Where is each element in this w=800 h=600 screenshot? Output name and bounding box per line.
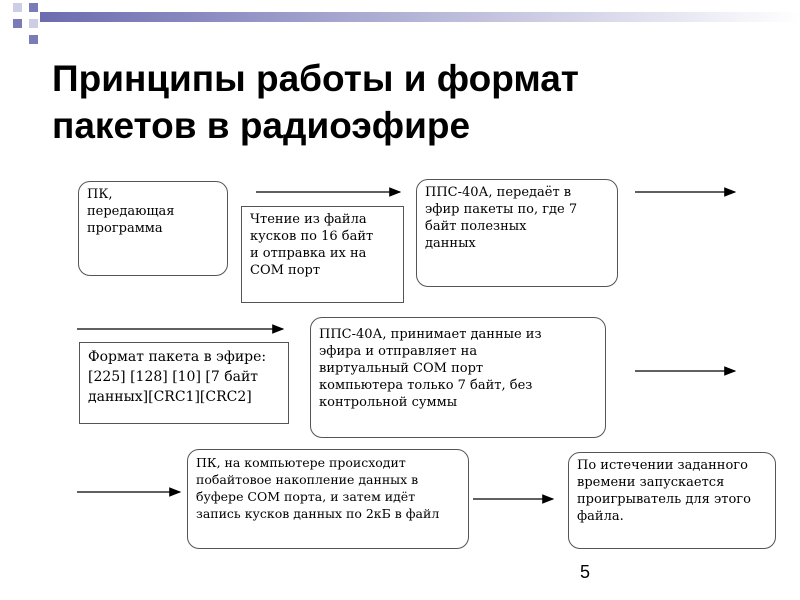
box-pps-receive-line: контрольной суммы: [319, 395, 458, 410]
box-pps-receive: ППС-40А, принимает данные из эфира и отп…: [310, 317, 606, 438]
title-line-2: пакетов в радиоэфире: [52, 105, 471, 146]
box-read-file-line: кусков по 16 байт: [250, 229, 374, 244]
title-line-1: Принципы работы и формат: [52, 58, 579, 99]
box-pps-receive-line: эфира и отправляет на: [319, 344, 478, 359]
box-pps-send-line: байт полезных: [425, 219, 527, 234]
box-read-file-line: СОМ порт: [250, 263, 321, 278]
box-pc-receiver-line: буфере СОМ порта, и затем идёт: [196, 489, 416, 504]
box-pps-send: ППС-40А, передаёт в эфир пакеты по, где …: [416, 179, 618, 287]
box-read-file: Чтение из файла кусков по 16 байт и отпр…: [241, 206, 404, 303]
box-pps-send-line: эфир пакеты по, где 7: [425, 202, 578, 217]
box-packet-format-line: данных][CRC1][CRC2]: [88, 389, 252, 405]
box-pc-sender-line: передающая: [87, 204, 175, 219]
box-pps-receive-line: ППС-40А, принимает данные из: [319, 327, 542, 342]
box-pps-receive-line: компьютера только 7 байт, без: [319, 378, 533, 393]
box-packet-format-line: [225] [128] [10] [7 байт: [88, 369, 259, 385]
box-pps-receive-line: виртуальный СОМ порт: [319, 361, 484, 376]
box-read-file-line: и отправка их на: [250, 246, 367, 261]
box-read-file-line: Чтение из файла: [250, 212, 367, 227]
box-playback-line: проигрыватель для этого: [577, 492, 751, 507]
box-pc-sender-line: программа: [87, 221, 163, 236]
box-pps-send-line: данных: [425, 236, 476, 251]
box-playback-line: файла.: [577, 509, 624, 524]
box-packet-format-line: Формат пакета в эфире:: [88, 349, 267, 365]
box-pc-receiver: ПК, на компьютере происходит побайтовое …: [187, 449, 469, 549]
header-decoration: [13, 3, 800, 44]
box-playback-line: времени запускается: [577, 475, 725, 490]
box-packet-format: Формат пакета в эфире: [225] [128] [10] …: [79, 342, 289, 424]
box-playback: По истечении заданного времени запускает…: [568, 452, 776, 549]
page-number: 5: [580, 562, 591, 582]
box-pc-receiver-line: ПК, на компьютере происходит: [196, 455, 406, 470]
box-pc-sender-line: ПК,: [87, 187, 113, 202]
box-playback-line: По истечении заданного: [577, 458, 748, 473]
box-pps-send-line: ППС-40А, передаёт в: [425, 185, 572, 200]
box-pc-sender: ПК, передающая программа: [78, 181, 228, 276]
box-pc-receiver-line: побайтовое накопление данных в: [196, 472, 419, 487]
box-pc-receiver-line: запись кусков данных по 2кБ в файл: [196, 506, 440, 521]
slide-title: Принципы работы и формат пакетов в радио…: [52, 55, 772, 149]
